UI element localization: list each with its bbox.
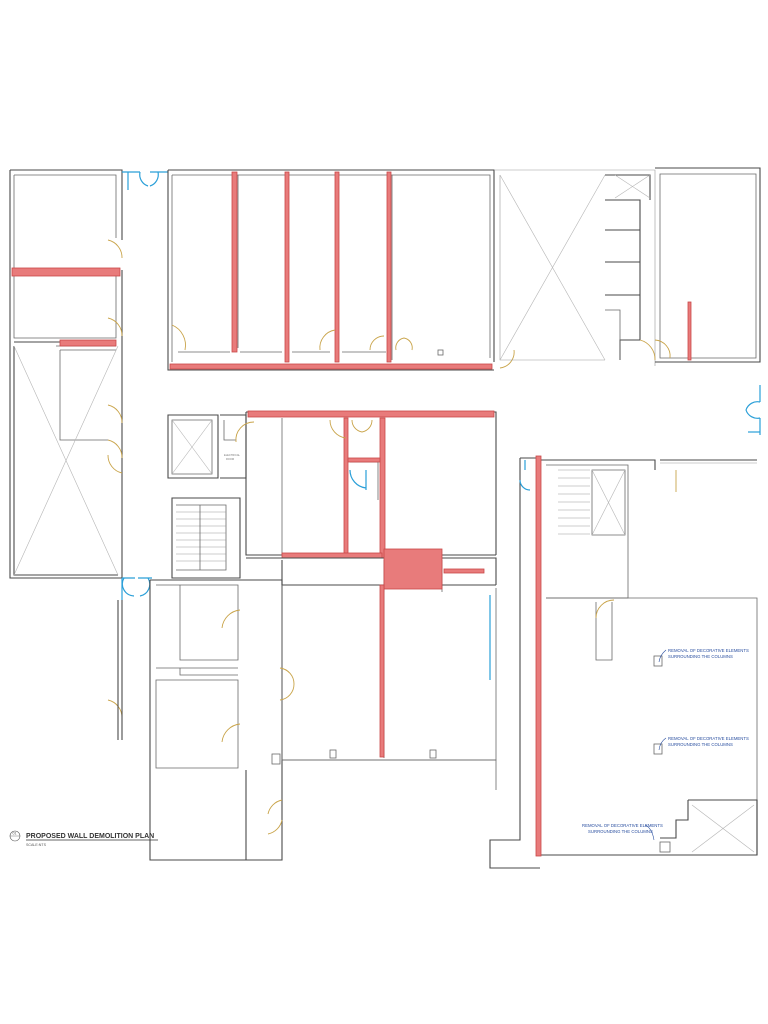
note-2-line1: REMOVAL OF DECORATIVE ELEMENTS bbox=[668, 736, 749, 741]
demolition-wall-11 bbox=[379, 417, 386, 559]
demolition-wall-5 bbox=[334, 171, 340, 363]
view-number: 01 bbox=[13, 832, 17, 836]
door-swing-15 bbox=[351, 419, 373, 433]
door-swing-20 bbox=[267, 799, 283, 835]
door-swing-22 bbox=[595, 599, 615, 619]
svg-text:ROOM: ROOM bbox=[226, 457, 234, 461]
demolition-wall-4 bbox=[284, 171, 290, 363]
demolition-wall-10 bbox=[343, 417, 349, 559]
demolition-wall-16 bbox=[379, 584, 385, 758]
demolition-wall-13 bbox=[281, 552, 383, 559]
room-block-top-center bbox=[167, 169, 495, 371]
door-swing-11 bbox=[639, 339, 656, 361]
note-2-line2: SURROUNDING THE COLUMNS bbox=[668, 742, 733, 747]
demolition-wall-1 bbox=[11, 267, 121, 277]
drawing-scale: SCALE:NTS bbox=[26, 843, 47, 847]
demolition-wall-14 bbox=[383, 548, 443, 590]
room-block-top-right bbox=[494, 167, 761, 366]
note-1-line2: SURROUNDING THE COLUMNS bbox=[668, 654, 733, 659]
glazed-entry-top bbox=[122, 171, 168, 190]
annotation-3: REMOVAL OF DECORATIVE ELEMENTS SURROUNDI… bbox=[582, 823, 663, 841]
drawing-title: PROPOSED WALL DEMOLITION PLAN bbox=[26, 833, 154, 840]
note-3-line2: SURROUNDING THE COLUMNS bbox=[588, 829, 653, 834]
door-swing-14 bbox=[329, 419, 347, 439]
door-swing-8 bbox=[369, 335, 385, 351]
room-block-center: ELECTRICAL ROOM bbox=[167, 411, 497, 556]
wall-left-corridor bbox=[117, 600, 123, 740]
door-swing-5 bbox=[107, 454, 123, 474]
glazed-entry-mid bbox=[121, 577, 152, 600]
door-swing-7 bbox=[319, 329, 336, 351]
demolition-wall-3 bbox=[231, 171, 238, 353]
room-block-top-left bbox=[9, 169, 123, 579]
door-swing-21 bbox=[107, 699, 123, 719]
door-swing-6 bbox=[171, 324, 186, 351]
demolition-wall-7 bbox=[169, 363, 493, 370]
door-swing-1 bbox=[107, 239, 123, 259]
demolition-wall-17 bbox=[535, 455, 542, 857]
glazing-right-lower bbox=[519, 460, 531, 491]
title-block: 01 PROPOSED WALL DEMOLITION PLAN SCALE:N… bbox=[9, 830, 158, 847]
door-swing-13 bbox=[235, 421, 255, 443]
door-swing-19 bbox=[279, 667, 295, 701]
door-swing-12 bbox=[654, 339, 671, 359]
door-swing-17 bbox=[221, 609, 241, 629]
annotation-1: REMOVAL OF DECORATIVE ELEMENTS SURROUNDI… bbox=[658, 648, 749, 663]
stair-block-center bbox=[171, 497, 241, 579]
door-swing-16 bbox=[349, 469, 367, 490]
demolition-wall-6 bbox=[386, 171, 392, 363]
door-swing-3 bbox=[107, 404, 123, 424]
annotation-2: REMOVAL OF DECORATIVE ELEMENTS SURROUNDI… bbox=[658, 736, 749, 751]
door-swing-10 bbox=[499, 349, 515, 369]
note-3-line1: REMOVAL OF DECORATIVE ELEMENTS bbox=[582, 823, 663, 828]
door-swing-18 bbox=[221, 723, 241, 743]
door-swing-9 bbox=[395, 337, 413, 351]
glazed-entry-right bbox=[745, 385, 761, 435]
demolition-wall-12 bbox=[347, 457, 381, 463]
note-1-line1: REMOVAL OF DECORATIVE ELEMENTS bbox=[668, 648, 749, 653]
demolition-wall-15 bbox=[443, 568, 485, 574]
door-swing-4 bbox=[107, 439, 123, 459]
demolition-wall-9 bbox=[247, 410, 495, 418]
room-label-small: ELECTRICAL bbox=[224, 453, 241, 457]
demolition-wall-8 bbox=[687, 301, 692, 361]
room-block-right-lower bbox=[489, 457, 758, 869]
door-swing-2 bbox=[107, 317, 123, 337]
room-block-center-lower bbox=[149, 557, 497, 861]
demolition-wall-2 bbox=[59, 339, 117, 347]
